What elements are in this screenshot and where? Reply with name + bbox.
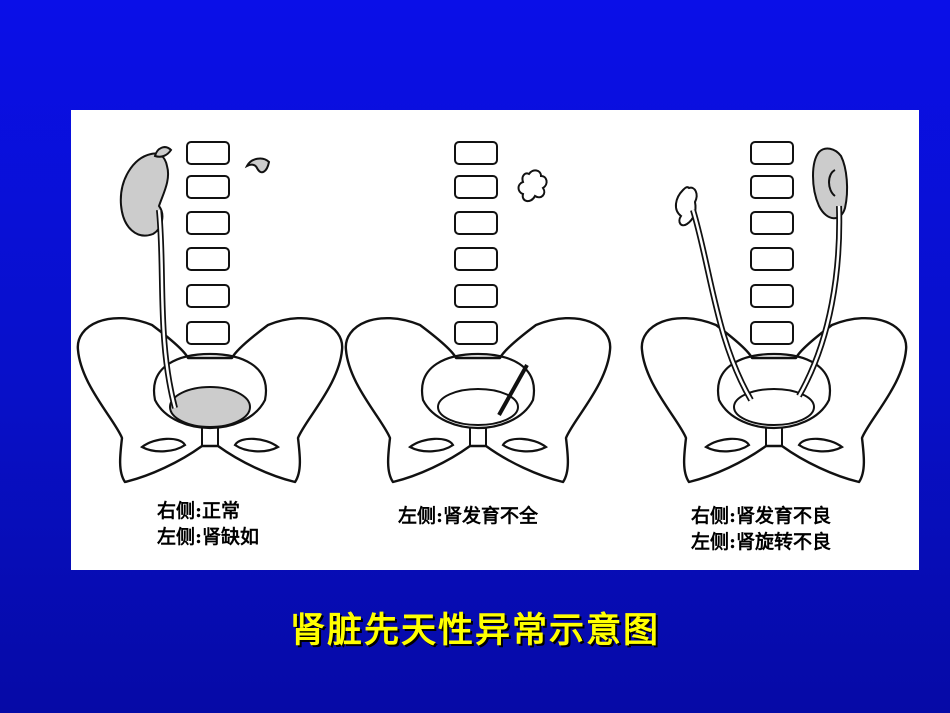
left-hypoplastic-ureter — [497, 364, 529, 416]
caption-line: 右侧:正常 — [157, 500, 241, 522]
diagram-figure: 右侧:正常 左侧:肾缺如 左侧:肾发育不全 右侧:肾发育不良 左侧:肾旋转不良 — [71, 110, 919, 570]
bladder — [733, 388, 815, 426]
slide-title: 肾脏先天性异常示意图 — [289, 611, 660, 651]
left-hypoplastic-kidney — [517, 169, 548, 202]
panel-2-caption: 左侧:肾发育不全 — [398, 503, 538, 529]
bladder — [169, 386, 251, 428]
left-malrotated-kidney — [812, 147, 849, 220]
caption-line: 右侧:肾发育不良 — [691, 505, 832, 527]
caption-line: 左侧:肾旋转不良 — [691, 531, 832, 553]
bladder — [437, 388, 519, 426]
left-adrenal-gland — [244, 157, 271, 174]
panel-normal-right-agenesis-left — [76, 141, 344, 484]
right-adrenal-gland — [153, 146, 173, 158]
panel-left-hypoplasia — [344, 141, 612, 484]
panel-3-caption: 右侧:肾发育不良 左侧:肾旋转不良 — [691, 503, 831, 555]
panel-right-dysplasia-left-malrotation — [640, 141, 908, 484]
caption-line: 左侧:肾发育不全 — [398, 505, 539, 527]
caption-line: 左侧:肾缺如 — [157, 526, 260, 548]
panel-1-caption: 右侧:正常 左侧:肾缺如 — [157, 498, 259, 550]
